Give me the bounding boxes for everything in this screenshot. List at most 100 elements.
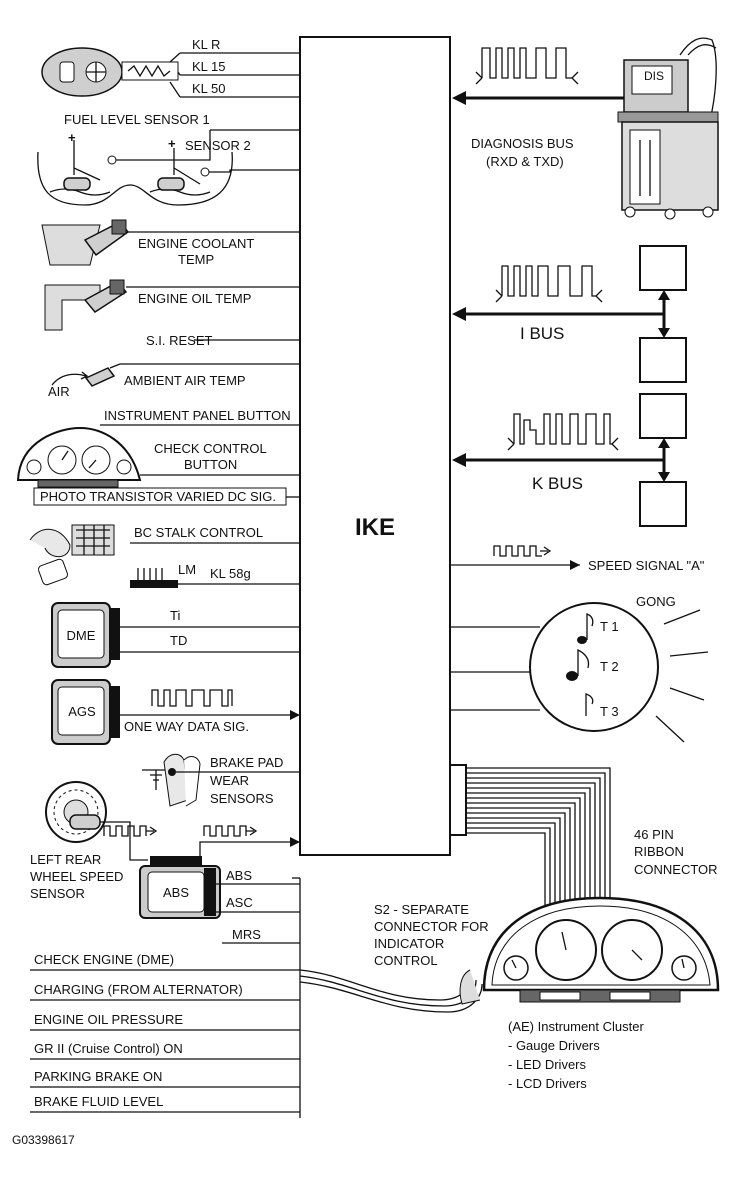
ignition-key-icon [41, 47, 179, 97]
indicator-label: CHECK ENGINE (DME) [34, 952, 174, 967]
mrs-label: MRS [232, 927, 261, 942]
td-label: TD [170, 633, 187, 648]
diag-label-1: DIAGNOSIS BUS [471, 136, 574, 151]
lrw-label-2: WHEEL SPEED [30, 869, 123, 884]
cluster-title: (AE) Instrument Cluster [508, 1019, 644, 1034]
ribbon-label-2: RIBBON [634, 844, 684, 859]
bc-stalk-label: BC STALK CONTROL [134, 525, 263, 540]
abs-speed-line [196, 841, 300, 861]
ike-label: IKE [355, 514, 395, 541]
abs-label: ABS [226, 868, 252, 883]
ip-button-label: INSTRUMENT PANEL BUTTON [104, 408, 291, 423]
music-note-icons [566, 613, 594, 716]
k-bus-module-2 [639, 481, 687, 527]
ribbon-connector-stub [449, 764, 467, 836]
brake-label-1: BRAKE PAD [210, 755, 283, 770]
diagnosis-signal-icon [481, 47, 572, 79]
wheel-signal-icon [103, 825, 147, 837]
coolant-label-2: TEMP [178, 252, 214, 267]
i-bus-module-2 [639, 337, 687, 383]
svg-text:+: + [68, 130, 76, 145]
ambient-label: AMBIENT AIR TEMP [124, 373, 246, 388]
dis-tester-icon: DIS [617, 37, 719, 220]
k-bus-label: K BUS [532, 474, 583, 493]
ribbon-cable [466, 767, 611, 905]
ribbon-strand [466, 802, 576, 905]
fuel-level-sensor-1-label: FUEL LEVEL SENSOR 1 [64, 112, 210, 127]
ribbon-strand [466, 787, 591, 905]
cluster-feature-list: - Gauge Drivers - LED Drivers - LCD Driver… [508, 1038, 600, 1091]
ike-module-box [299, 36, 451, 856]
i-bus-module-1 [639, 245, 687, 291]
light-module-icon [130, 568, 178, 588]
ags-label: AGS [68, 704, 96, 719]
s2-label-4: CONTROL [374, 953, 438, 968]
kl-r-label: KL R [192, 37, 220, 52]
i-bus-label: I BUS [520, 324, 564, 343]
abs-signal-icon [203, 825, 247, 837]
one-way-label: ONE WAY DATA SIG. [124, 719, 249, 734]
kl58g-label: KL 58g [210, 566, 251, 581]
lrw-label-1: LEFT REAR [30, 852, 101, 867]
cluster-feature-item: - Gauge Drivers [508, 1038, 600, 1053]
instrument-panel-icon [16, 426, 142, 488]
gong-label: GONG [636, 594, 676, 609]
cluster-feature-item: - LED Drivers [508, 1057, 587, 1072]
speed-signal-label: SPEED SIGNAL "A" [588, 558, 705, 573]
indicator-label: ENGINE OIL PRESSURE [34, 1012, 183, 1027]
sensor-2-label: SENSOR 2 [185, 138, 251, 153]
oil-temp-label: ENGINE OIL TEMP [138, 291, 251, 306]
s2-label-3: INDICATOR [374, 936, 444, 951]
ribbon-strand [466, 807, 571, 905]
s2-label-1: S2 - SEPARATE [374, 902, 469, 917]
k-bus-signal-icon [513, 413, 612, 445]
ribbon-strand [466, 767, 611, 905]
ribbon-strand [466, 817, 561, 905]
indicator-label: GR II (Cruise Control) ON [34, 1041, 183, 1056]
gong-circle [529, 602, 659, 732]
ti-label: Ti [170, 608, 180, 623]
air-label: AIR [48, 384, 70, 399]
ribbon-label-1: 46 PIN [634, 827, 674, 842]
brake-label-3: SENSORS [210, 791, 274, 806]
ribbon-strand [466, 832, 546, 905]
dis-label: DIS [644, 69, 664, 83]
cc-label-1: CHECK CONTROL [154, 441, 267, 456]
si-reset-label: S.I. RESET [146, 333, 213, 348]
coolant-label-1: ENGINE COOLANT [138, 236, 254, 251]
ribbon-strand [466, 797, 581, 905]
dme-label: DME [67, 628, 96, 643]
t3-label: T 3 [600, 704, 619, 719]
speed-signal-icon [493, 545, 542, 557]
brake-label-2: WEAR [210, 773, 249, 788]
fuel-tank-icon: + + [37, 130, 233, 206]
ribbon-strand [466, 772, 606, 905]
one-way-signal-icon [151, 689, 233, 707]
diag-label-2: (RXD & TXD) [486, 154, 564, 169]
lrw-label-3: SENSOR [30, 886, 85, 901]
s2-wire-1 [299, 969, 471, 1001]
s2-label-2: CONNECTOR FOR [374, 919, 489, 934]
kl-15-label: KL 15 [192, 59, 226, 74]
coolant-temp-sensor-icon [41, 219, 130, 266]
k-bus-module-1 [639, 393, 687, 439]
ribbon-strand [466, 792, 586, 905]
ribbon-strand [466, 812, 566, 905]
lm-label: LM [178, 562, 196, 577]
ribbon-label-3: CONNECTOR [634, 862, 718, 877]
abs-box-label: ABS [163, 885, 189, 900]
figure-id: G03398617 [12, 1133, 75, 1147]
oil-temp-sensor-icon [44, 279, 128, 331]
t1-label: T 1 [600, 619, 619, 634]
brake-pad-sensor-icon [142, 753, 201, 807]
ribbon-strand [466, 782, 596, 905]
cluster-feature-item: - LCD Drivers [508, 1076, 587, 1091]
photo-transistor-label: PHOTO TRANSISTOR VARIED DC SIG. [40, 489, 276, 504]
gong-sound-rays [655, 609, 709, 743]
wheel-speed-sensor-icon [45, 781, 107, 843]
bc-stalk-icon [29, 524, 115, 586]
indicator-label: CHARGING (FROM ALTERNATOR) [34, 982, 243, 997]
cc-label-2: BUTTON [184, 457, 237, 472]
indicator-label: BRAKE FLUID LEVEL [34, 1094, 163, 1109]
